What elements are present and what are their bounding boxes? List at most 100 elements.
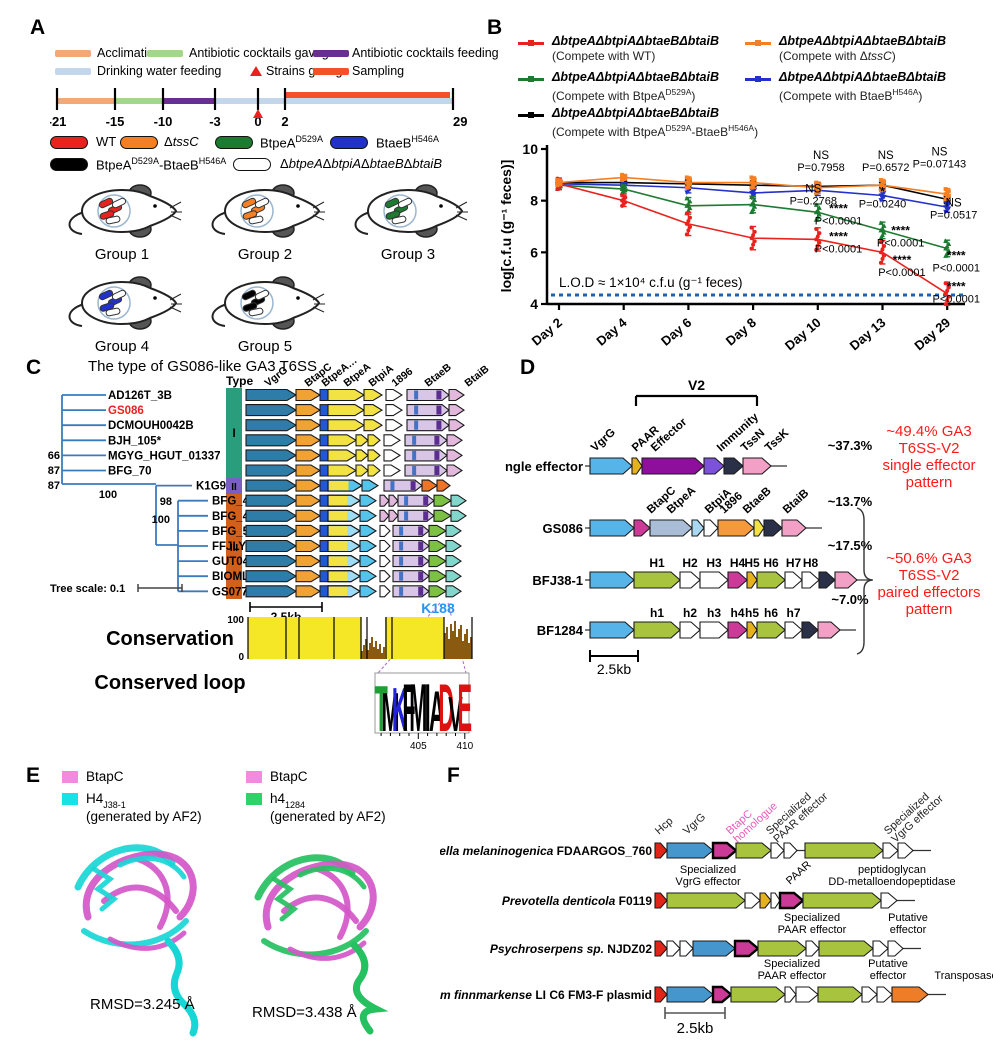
- gene-arrow: [445, 585, 462, 598]
- mouse-tail: [354, 211, 371, 235]
- legend-competitor: (Compete with BtaeBH546A): [779, 87, 923, 103]
- gene-arrow: [756, 621, 786, 639]
- gene-block: [319, 449, 329, 462]
- gene-arrow: [633, 621, 681, 639]
- kb-scale-label: 2.5kb: [597, 661, 631, 677]
- logo-box: [374, 672, 470, 734]
- panel-f-label: F: [447, 764, 460, 787]
- gene-arrow: [445, 524, 462, 537]
- gene-arrow-body: [328, 511, 348, 521]
- gene-arrow: [428, 570, 448, 583]
- mouse-eye: [296, 296, 300, 300]
- data-point: [751, 233, 756, 238]
- gene-arrow: [631, 457, 643, 475]
- data-point: [943, 281, 948, 286]
- significance-stars: NS: [805, 183, 821, 195]
- gene-arrow-btaeB: [392, 555, 430, 568]
- logo-letter: F: [402, 669, 415, 746]
- p-value-label: P=0.0240: [859, 199, 906, 211]
- gene-arrow: [448, 404, 465, 417]
- mouse-group: Group 2: [205, 182, 325, 263]
- gene-label-rotated: Hcp: [653, 815, 676, 837]
- legend-entry: ΔbtpeAΔbtpiAΔbtaeBΔbtaiB(Compete with Bt…: [552, 106, 758, 140]
- conservation-bar: [458, 629, 460, 659]
- gene-arrow-body: [328, 480, 349, 491]
- capsule-icon: [98, 289, 114, 301]
- homolog-label: H5: [744, 556, 760, 570]
- data-point: [880, 225, 885, 231]
- p-value-label: P<0.0001: [933, 263, 980, 275]
- data-point: [687, 205, 693, 211]
- gene-arrow: [445, 555, 462, 568]
- gene-arrow: [882, 842, 899, 859]
- gene-arrow: [383, 434, 402, 447]
- conservation-bar: [468, 643, 470, 659]
- taxon-label: GUT04: [212, 556, 250, 568]
- legend-left-label3: (generated by AF2): [86, 809, 202, 824]
- btaeB-purple-stripe: [436, 390, 442, 400]
- gene-column-label: BtpiA: [366, 362, 396, 389]
- data-point: [815, 214, 821, 219]
- type-block: [226, 388, 242, 478]
- gene-label: effector: [890, 924, 927, 936]
- strain-pill-icon: [50, 158, 88, 171]
- conservation-bar: [466, 629, 468, 659]
- mouse-group: Group 1: [62, 182, 182, 263]
- gene-arrow: [887, 940, 904, 957]
- gene-arrow-btaeB: [404, 449, 448, 462]
- gene-arrow: [445, 570, 462, 583]
- data-point: [687, 198, 693, 204]
- ribbon-strand: [261, 928, 369, 958]
- capsule-icon: [111, 289, 127, 301]
- ribbon-strand: [82, 850, 197, 921]
- conservation-bar: [365, 639, 367, 659]
- pattern-note: single effector: [882, 457, 975, 474]
- btaeB-blue-stripe: [414, 420, 419, 430]
- legend-marker-icon: [518, 112, 544, 118]
- data-point: [946, 294, 951, 299]
- homolog-label: H6: [763, 556, 779, 570]
- gene-arrow: [897, 842, 914, 859]
- data-point: [620, 172, 625, 177]
- legend-right-label1: BtapC: [270, 769, 308, 784]
- data-point: [752, 177, 757, 182]
- data-point: [813, 202, 819, 207]
- taxon-label: DCMOUH0042B: [108, 420, 194, 432]
- legend-marker-dot: [528, 40, 534, 46]
- p-value-label: P<0.0001: [815, 215, 862, 227]
- gene-arrow: [295, 585, 322, 598]
- gene-arrow: [327, 404, 366, 417]
- gene-label-rotated: BtaiB: [781, 487, 811, 516]
- data-point: [946, 193, 951, 198]
- gene-arrow: [818, 940, 874, 957]
- gene-arrow: [727, 571, 748, 589]
- data-point: [946, 248, 952, 253]
- p-value-label: P<0.0001: [878, 267, 925, 279]
- legend-marker-dot: [755, 76, 761, 82]
- strains-gavage-marker-icon: [253, 109, 263, 118]
- gene-arrow: [589, 519, 635, 537]
- gene-column-label: VgrG: [262, 364, 290, 389]
- gene-arrow: [379, 524, 391, 537]
- mouse-group: Group 4: [62, 274, 182, 355]
- gene-arrow: [746, 571, 758, 589]
- cluster-name: GS086: [543, 521, 583, 536]
- conservation-max: 100: [227, 615, 244, 626]
- legend-genotype: ΔbtpeAΔbtpiAΔbtaeBΔbtaiB: [779, 70, 946, 84]
- data-point: [749, 209, 754, 214]
- mouse-eye: [296, 204, 300, 208]
- pattern-note: ~49.4% GA3: [886, 423, 971, 440]
- gene-arrow-btaeB: [397, 494, 435, 507]
- gene-arrow-body: [328, 541, 348, 551]
- gene-arrow: [388, 509, 399, 522]
- data-point: [623, 200, 628, 205]
- mouse-whisker: [312, 214, 325, 221]
- gene-arrow-outline: [327, 494, 362, 507]
- gene-arrow: [428, 524, 448, 537]
- phase-legend-swatch-icon: [55, 68, 91, 75]
- gene-arrow-btaeB: [406, 419, 450, 432]
- timeline-tick-label: -15: [106, 114, 125, 129]
